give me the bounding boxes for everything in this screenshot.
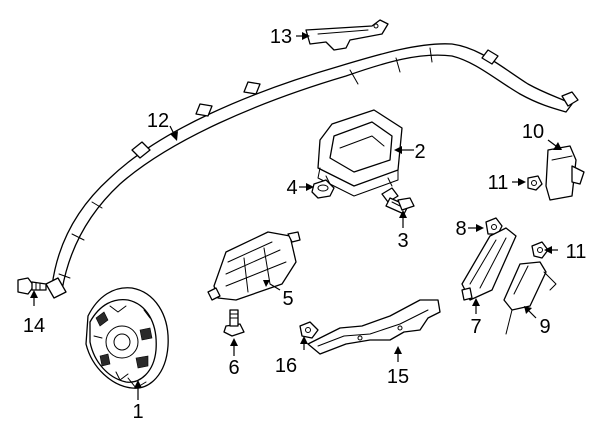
callout-9: 9 <box>539 316 550 338</box>
callout-8: 8 <box>455 218 466 240</box>
part-13-bracket <box>305 19 389 51</box>
part-8-nut <box>485 217 503 235</box>
callout-15: 15 <box>387 366 409 388</box>
callout-4: 4 <box>286 177 297 199</box>
part-15-bracket <box>307 299 441 355</box>
callout-10: 10 <box>522 121 544 143</box>
part-11-nut-lower <box>531 241 549 259</box>
callout-2: 2 <box>414 141 425 163</box>
part-4-nut <box>311 179 335 199</box>
callout-16: 16 <box>275 355 297 377</box>
callout-11-upper: 11 <box>488 172 509 194</box>
part-16-nut <box>299 321 319 339</box>
part-6-bolt <box>223 309 245 337</box>
part-7-sensor <box>461 227 517 301</box>
callout-1: 1 <box>132 401 143 423</box>
part-1-steering-module <box>85 287 169 389</box>
callout-14: 14 <box>23 315 45 337</box>
part-2-control-module <box>317 109 403 197</box>
callout-7: 7 <box>470 316 481 338</box>
part-10-side-sensor <box>545 145 585 201</box>
part-9-sensor <box>503 261 557 335</box>
part-12-curtain-airbag <box>45 43 579 299</box>
part-14-bolt <box>17 277 47 295</box>
callout-labels: 1 2 3 4 5 6 7 8 9 10 11 11 12 13 14 15 1… <box>23 26 587 423</box>
callout-3: 3 <box>397 230 408 252</box>
callout-6: 6 <box>228 357 239 379</box>
callout-5: 5 <box>282 288 293 310</box>
callout-12: 12 <box>147 110 169 132</box>
part-3-bolt <box>381 187 415 215</box>
part-5-knee-airbag <box>207 231 301 301</box>
callout-11-lower: 11 <box>566 241 587 263</box>
callout-13: 13 <box>270 26 292 48</box>
part-11-nut-upper <box>527 175 543 191</box>
leader-lines <box>30 32 562 400</box>
